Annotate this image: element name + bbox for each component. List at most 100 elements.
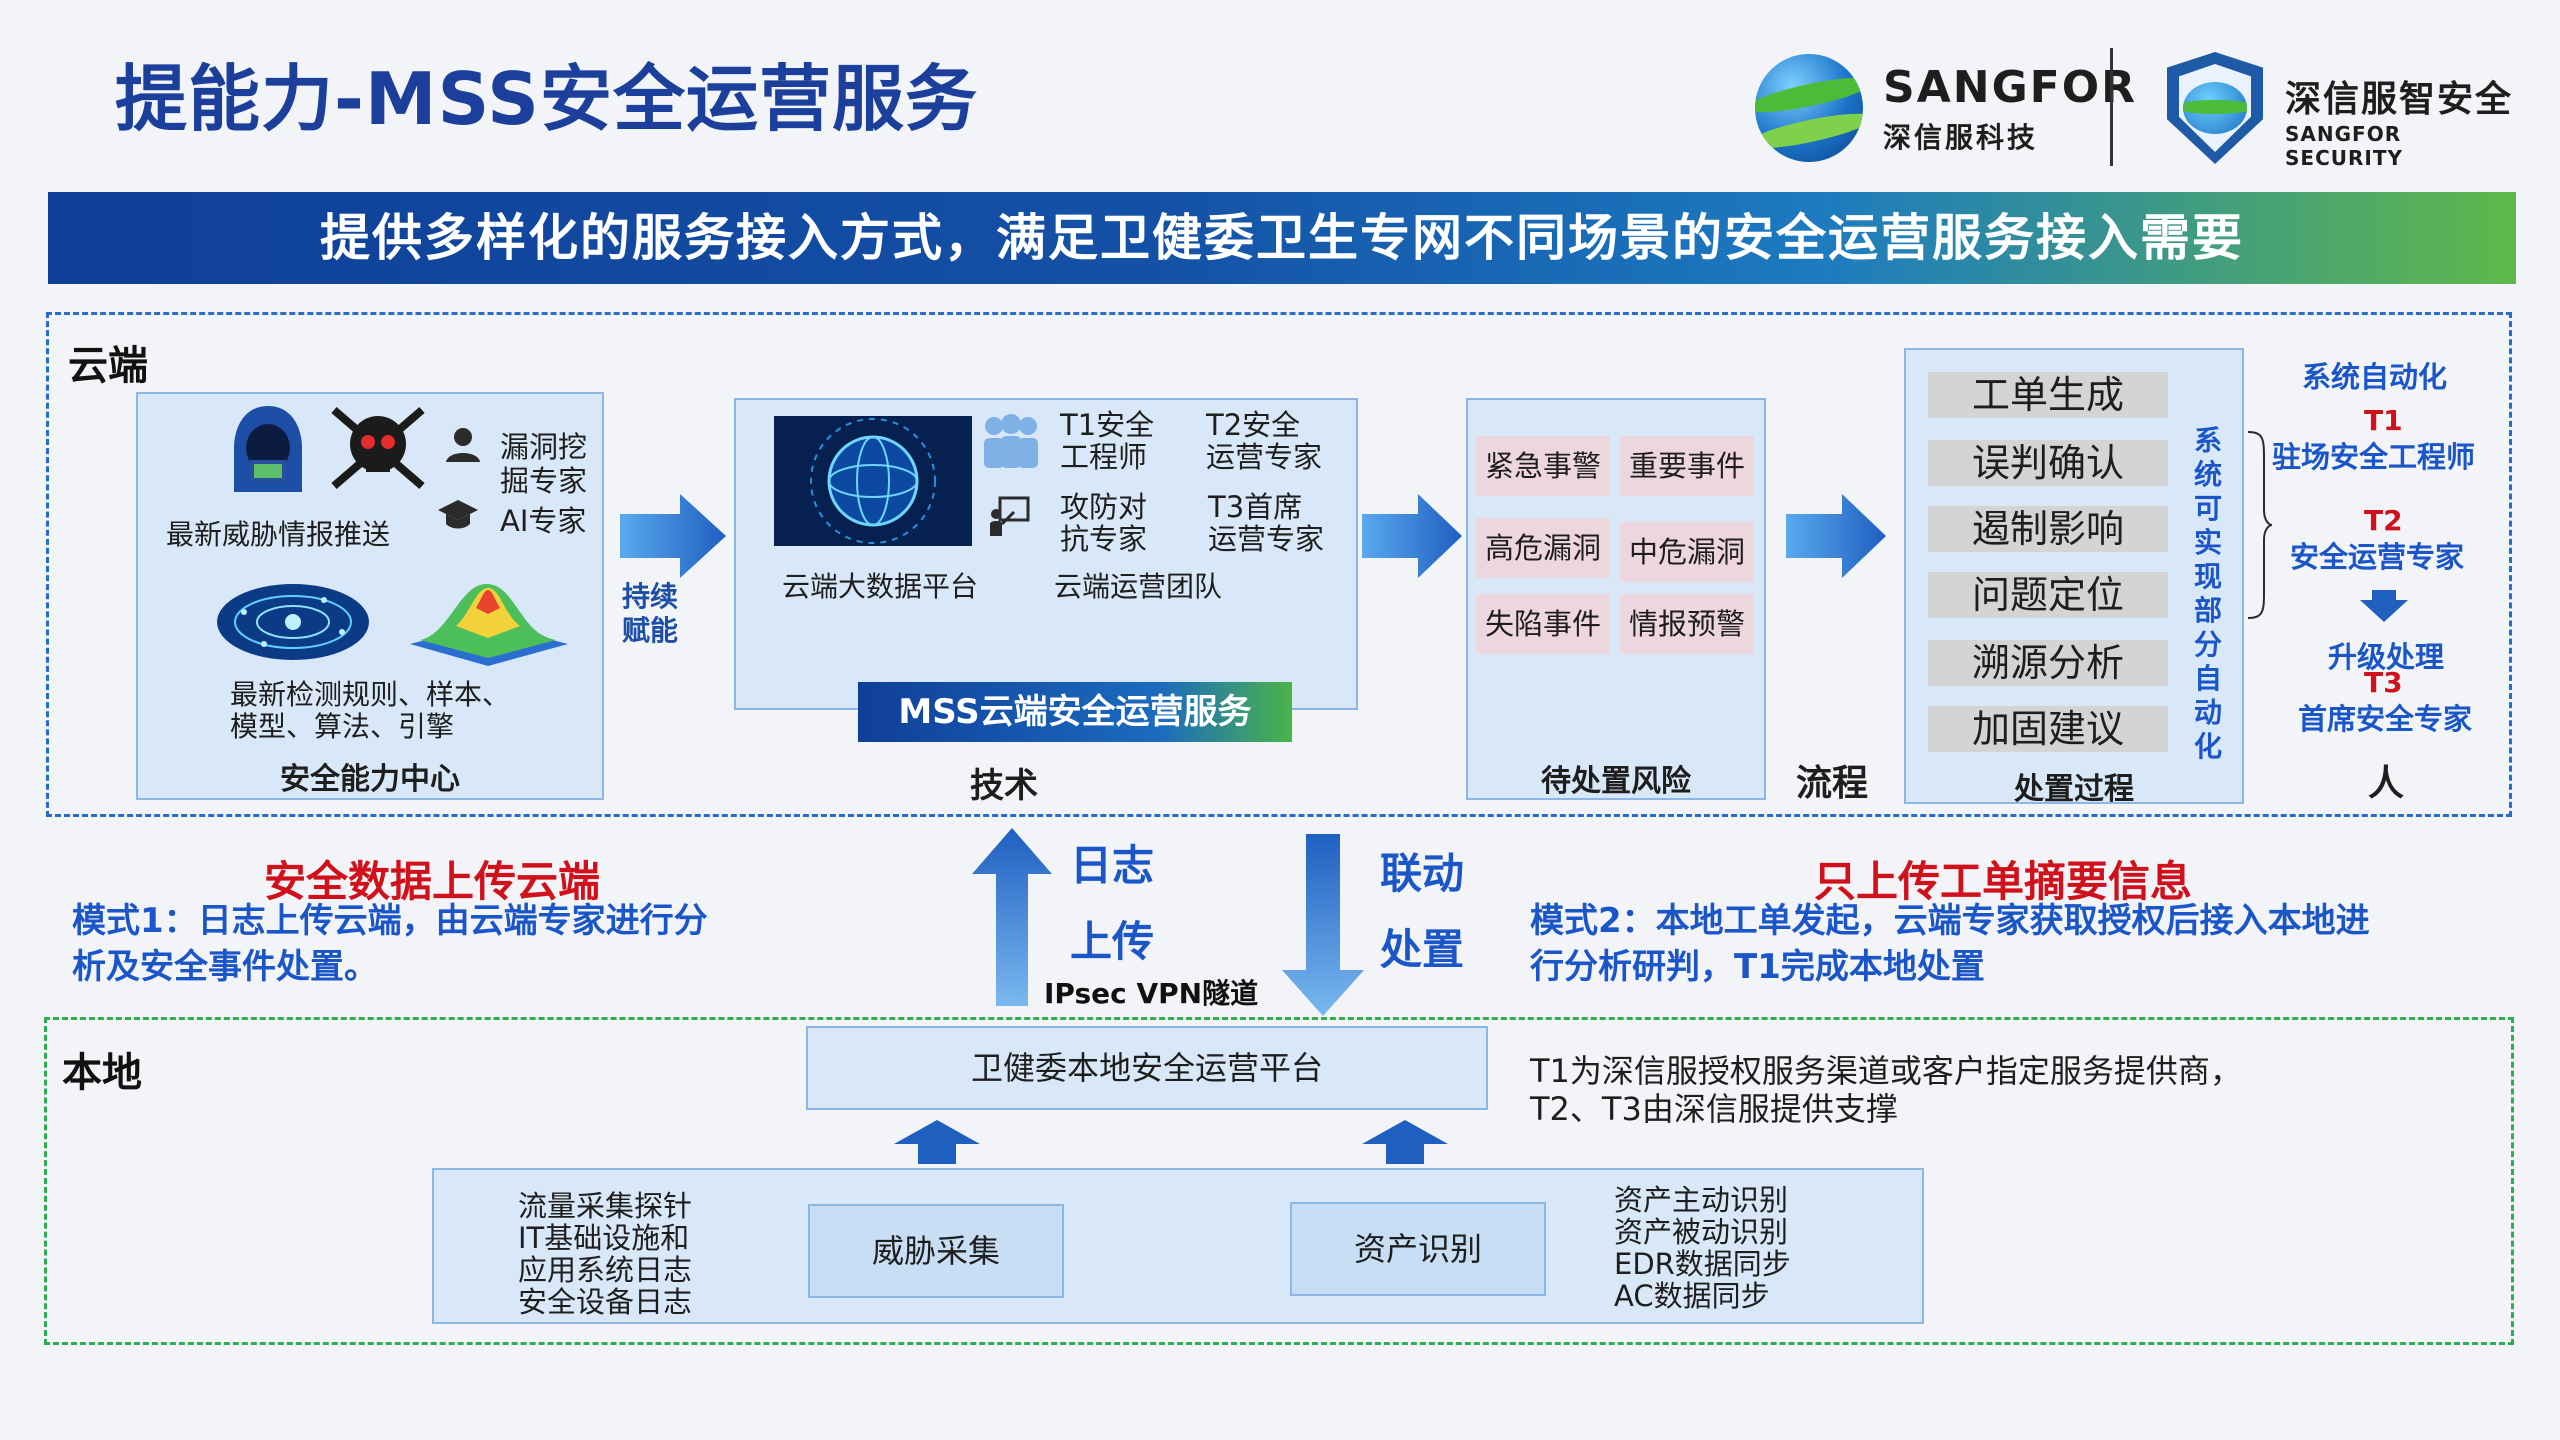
mode1-desc-line1: 模式1：日志上传云端，由云端专家进行分 <box>72 901 708 941</box>
source-item: IT基础设施和 <box>518 1221 690 1255</box>
big-data-globe-icon <box>774 416 972 546</box>
vuln-expert-line2: 掘专家 <box>500 464 588 498</box>
big-data-platform-label: 云端大数据平台 <box>782 570 979 603</box>
process-step: 遏制影响 <box>1928 506 2168 552</box>
presentation-icon <box>990 496 1030 536</box>
process-step: 误判确认 <box>1928 440 2168 486</box>
rules-line1: 最新检测规则、样本、 <box>230 678 511 711</box>
asset-item: 资产主动识别 <box>1614 1183 1789 1217</box>
process-panel: 工单生成 误判确认 遏制影响 问题定位 溯源分析 加固建议 系统可实现部分自动化… <box>1904 348 2244 807</box>
vpn-tunnel-label: IPsec VPN隧道 <box>1044 977 1259 1010</box>
vuln-expert-line1: 漏洞挖 <box>500 430 588 464</box>
cloud-label: 云端 <box>68 343 148 389</box>
ops-team-label: 云端运营团队 <box>1054 570 1223 603</box>
asset-item: 资产被动识别 <box>1614 1215 1789 1249</box>
t2-line2: 运营专家 <box>1206 440 1323 474</box>
page-title: 提能力-MSS安全运营服务 <box>115 57 979 141</box>
process-step: 工单生成 <box>1928 372 2168 418</box>
arrow-down-icon <box>2360 590 2408 622</box>
attack-line1: 攻防对 <box>1060 490 1148 524</box>
arrow-right-icon-2 <box>1362 494 1462 578</box>
note-line1: T1为深信服授权服务渠道或客户指定服务提供商， <box>1530 1052 2242 1090</box>
t3-line1: T3首席 <box>1208 490 1303 524</box>
process-step: 溯源分析 <box>1928 640 2168 686</box>
pending-risk-caption: 待处置风险 <box>1541 764 1691 799</box>
arrow-right-icon-3 <box>1786 494 1886 578</box>
mode1-title: 安全数据上传云端 <box>264 857 601 906</box>
t3-badge: T3 <box>2364 666 2403 699</box>
note-line2: T2、T3由深信服提供支撑 <box>1530 1090 1898 1128</box>
risk-cell: 紧急事警 <box>1476 436 1610 496</box>
threat-intel-text: 最新威胁情报推送 <box>166 518 391 551</box>
risk-cell: 高危漏洞 <box>1476 518 1610 578</box>
arrow-up-small-icon <box>894 1120 980 1164</box>
asset-item: AC数据同步 <box>1614 1279 1770 1313</box>
arrow-up-small-icon-2 <box>1362 1120 1448 1164</box>
t3-role: 首席安全专家 <box>2298 702 2473 736</box>
source-item: 安全设备日志 <box>518 1285 693 1319</box>
surface-plot-icon <box>410 583 568 666</box>
local-label: 本地 <box>62 1050 142 1096</box>
security-shield-icon <box>2167 52 2263 164</box>
skull-icon <box>331 406 425 490</box>
process-label: 流程 <box>1796 763 1869 804</box>
risk-cell: 情报预警 <box>1620 594 1754 654</box>
t2-line1: T2安全 <box>1206 408 1301 442</box>
network-brain-icon <box>217 584 369 660</box>
pending-risk-panel: 紧急事警 重要事件 高危漏洞 中危漏洞 失陷事件 情报预警 待处置风险 <box>1466 398 1766 800</box>
team-icon <box>984 414 1038 468</box>
linkage-label-line1: 联动 <box>1380 849 1465 898</box>
local-platform-box: 卫健委本地安全运营平台 <box>806 1026 1488 1110</box>
bracket-icon <box>2247 431 2273 619</box>
t2-role: 安全运营专家 <box>2290 540 2465 574</box>
attack-line2: 抗专家 <box>1060 522 1148 556</box>
security-logo-en: SANGFOR SECURITY <box>2285 122 2403 170</box>
upload-label-line1: 日志 <box>1070 841 1155 890</box>
process-step: 问题定位 <box>1928 572 2168 618</box>
t1-line1: T1安全 <box>1060 408 1155 442</box>
asset-item: EDR数据同步 <box>1614 1247 1791 1281</box>
system-auto-label: 系统自动化 <box>2302 360 2448 394</box>
mode2-desc-line2: 行分析研判，T1完成本地处置 <box>1530 947 1985 987</box>
escalate-label: 升级处理 <box>2328 640 2445 674</box>
graduation-cap-icon <box>438 500 478 529</box>
source-item: 应用系统日志 <box>518 1253 693 1287</box>
upload-label-line2: 上传 <box>1070 917 1155 966</box>
capability-center-caption: 安全能力中心 <box>280 762 460 797</box>
threat-collect-box: 威胁采集 <box>808 1204 1064 1298</box>
mode2-desc-line1: 模式2：本地工单发起，云端专家获取授权后接入本地进 <box>1530 901 2370 941</box>
arrow-down-big-icon <box>1282 834 1364 1016</box>
mss-service-label: MSS云端安全运营服务 <box>858 682 1292 742</box>
logo-divider <box>2110 48 2113 166</box>
tech-caption: 技术 <box>970 766 1038 806</box>
rules-line2: 模型、算法、引擎 <box>230 710 455 743</box>
t1-badge: T1 <box>2364 404 2403 437</box>
hacker-icon <box>234 406 302 492</box>
capability-center-panel: 漏洞挖 掘专家 AI专家 最新威胁情报推送 最新检测规则、样本、 模型、算法、引… <box>136 392 604 800</box>
process-step: 加固建议 <box>1928 706 2168 752</box>
auto-vertical-text: 系统可实现部分自动化 <box>2194 424 2223 763</box>
risk-cell: 失陷事件 <box>1476 594 1610 654</box>
people-label: 人 <box>2368 763 2405 804</box>
risk-cell: 重要事件 <box>1620 436 1754 496</box>
headline-banner: 提供多样化的服务接入方式，满足卫健委卫生专网不同场景的安全运营服务接入需要 <box>48 192 2516 284</box>
ai-expert: AI专家 <box>500 504 587 538</box>
mode2-title: 只上传工单摘要信息 <box>1814 857 2193 906</box>
mode1-desc-line2: 析及安全事件处置。 <box>72 947 378 987</box>
arrow-right-icon <box>620 494 726 578</box>
person-icon <box>446 428 480 462</box>
local-frame <box>44 1017 2514 1345</box>
local-collection-panel: 流量采集探针 IT基础设施和 应用系统日志 安全设备日志 威胁采集 资产识别 资… <box>432 1168 1924 1324</box>
source-item: 流量采集探针 <box>518 1189 693 1223</box>
logos: SANGFOR 深信服科技 深信服智安全 SANGFOR SECURITY <box>1755 48 2515 170</box>
arrow1-label-line1: 持续 <box>622 580 679 613</box>
process-caption: 处置过程 <box>2014 772 2134 807</box>
security-logo-cn: 深信服智安全 <box>2285 79 2514 120</box>
t2-badge: T2 <box>2364 504 2403 537</box>
tech-panel: T1安全 工程师 T2安全 运营专家 攻防对 抗专家 T3首席 运营专家 云端大… <box>734 398 1358 710</box>
cloud-frame <box>46 312 2512 817</box>
asset-identify-box: 资产识别 <box>1290 1202 1546 1296</box>
sangfor-logo-cn: 深信服科技 <box>1883 121 2039 154</box>
sangfor-logo-en: SANGFOR <box>1883 62 2138 113</box>
sangfor-globe-icon <box>1755 54 1863 162</box>
